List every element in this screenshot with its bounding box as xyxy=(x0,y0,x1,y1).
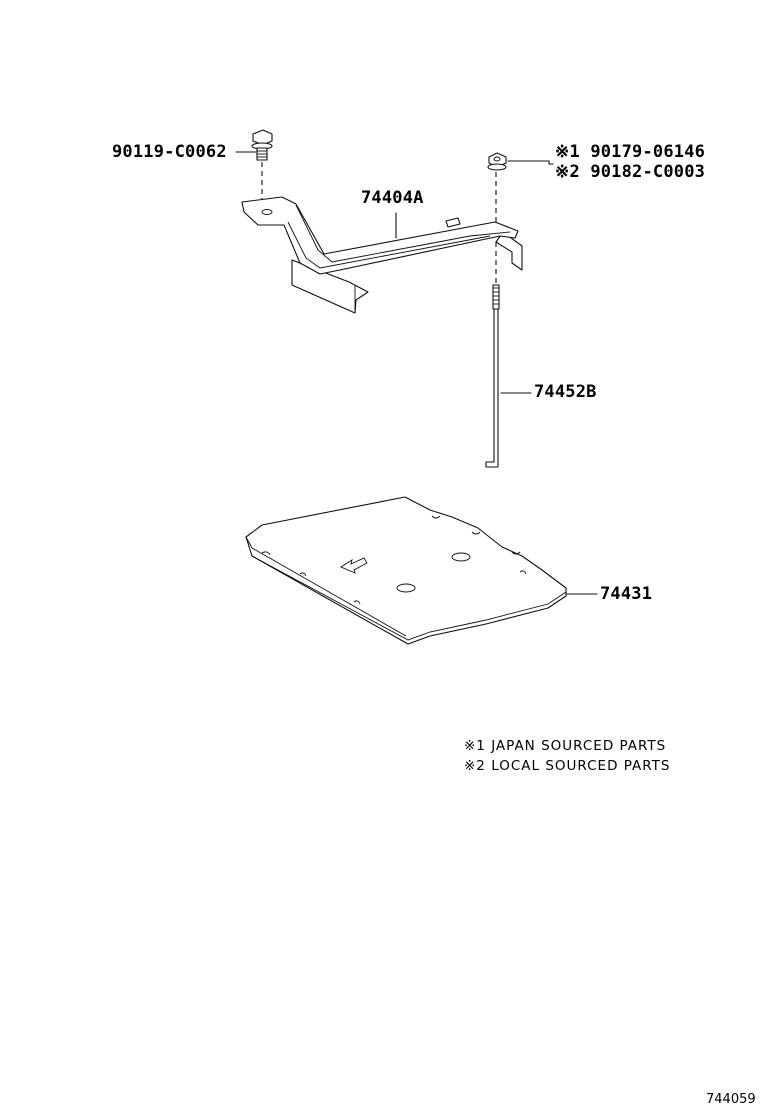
note-local: ※2 LOCAL SOURCED PARTS xyxy=(464,758,671,774)
figure-code: 744059 xyxy=(706,1092,756,1107)
tray-drawing xyxy=(245,496,567,645)
label-tray: 74431 xyxy=(600,584,653,604)
clamp-drawing xyxy=(241,196,523,314)
label-nut-local: ※2 90182-C0003 xyxy=(555,162,706,182)
bolt-drawing xyxy=(251,129,273,205)
label-bolt: 90119-C0062 xyxy=(112,142,227,162)
nut-drawing xyxy=(487,152,507,222)
note-japan: ※1 JAPAN SOURCED PARTS xyxy=(464,738,667,754)
label-rod: 74452B xyxy=(534,382,597,402)
rod-drawing xyxy=(485,242,500,468)
label-clamp: 74404A xyxy=(361,188,424,208)
label-nut-japan: ※1 90179-06146 xyxy=(555,142,706,162)
leader-nut xyxy=(507,160,554,165)
